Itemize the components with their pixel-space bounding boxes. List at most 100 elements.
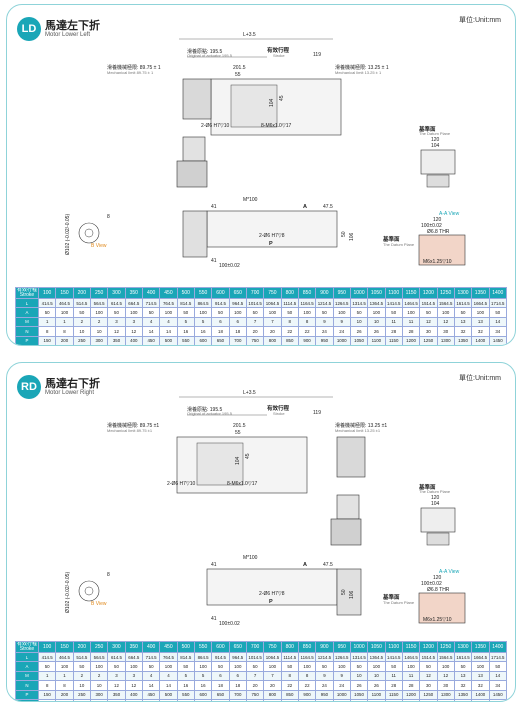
- table-row-label: KG: [15, 344, 39, 345]
- table-header-cell: 500: [176, 287, 195, 299]
- table-cell: 1150: [384, 335, 403, 345]
- table-cell: 100: [55, 307, 74, 318]
- table-header-cell: 750: [263, 287, 282, 299]
- table-cell: 50: [349, 307, 369, 318]
- motor-housing: [176, 160, 208, 188]
- panel-title-en: Motor Lower Left: [45, 32, 91, 38]
- table-header-cell: 350: [124, 641, 143, 653]
- table-cell: 1200: [401, 335, 421, 345]
- table-header-cell: 900: [315, 287, 334, 299]
- table-row-label: M: [15, 316, 39, 328]
- dim-100: 100±0.02: [219, 263, 240, 269]
- table-cell: 614.5: [107, 651, 126, 663]
- label-a: A: [303, 204, 307, 210]
- table-cell: 100: [193, 307, 213, 318]
- table-cell: 1264.5: [332, 651, 351, 663]
- table-cell: 8.85: [176, 698, 195, 701]
- table-header-cell: 1150: [401, 287, 421, 299]
- table-row-label: M: [15, 670, 39, 682]
- dim-mech-right: 滑養機械極限: 13.25 ± 1: [335, 64, 389, 71]
- table-header-cell: 750: [263, 641, 282, 653]
- b-view-circle: [78, 222, 100, 244]
- table-cell: 1000: [332, 689, 351, 700]
- dim-stroke-sub: Stroke: [273, 53, 285, 58]
- table-row-label: A: [15, 661, 39, 672]
- table-header-cell: 1200: [419, 287, 438, 299]
- table-cell: 18: [211, 680, 230, 691]
- table-cell: 9.21: [193, 698, 213, 701]
- table-cell: 6.73: [72, 344, 91, 345]
- table-cell: 50: [280, 661, 299, 672]
- b-view-label: B View: [91, 601, 107, 607]
- dim-201: 201.5: [233, 423, 246, 429]
- table-header-cell: 1050: [367, 287, 386, 299]
- dim-41b: 41: [211, 616, 217, 622]
- table-cell: 1164.5: [297, 297, 317, 309]
- table-cell: 6.34: [55, 698, 74, 701]
- table-header-cell: 700: [245, 287, 265, 299]
- aa-datum-label: 基準面: [382, 235, 400, 243]
- table-header-cell: 100: [37, 287, 57, 299]
- table-cell: 500: [159, 689, 178, 700]
- table-header-cell: 650: [228, 641, 247, 653]
- table-header-cell: 200: [72, 641, 91, 653]
- table-cell: 10: [349, 316, 369, 328]
- table-cell: 564.5: [89, 297, 109, 309]
- table-cell: 12.43: [349, 698, 369, 701]
- table-cell: 50: [37, 661, 57, 672]
- table-header-cell: 400: [141, 641, 161, 653]
- dim-mech-left: 滑養機械極限: 89.75 ± 1: [107, 64, 161, 71]
- table-cell: 914.5: [211, 297, 230, 309]
- table-cell: 964.5: [228, 651, 247, 663]
- table-cell: 13: [453, 670, 473, 682]
- table-cell: 900: [297, 335, 317, 345]
- table-cell: 100: [367, 307, 386, 318]
- table-cell: 100: [89, 307, 109, 318]
- table-cell: 1014.5: [245, 651, 265, 663]
- table-cell: 300: [89, 689, 109, 700]
- b-view-label: B View: [91, 243, 107, 249]
- table-cell: 700: [228, 689, 247, 700]
- table-cell: 1464.5: [401, 297, 421, 309]
- dim-stroke-sub: Stroke: [273, 411, 285, 416]
- table-cell: 100: [471, 307, 490, 318]
- table-cell: 10: [349, 670, 369, 682]
- table-cell: 34: [488, 680, 508, 691]
- table-cell: 100: [89, 661, 109, 672]
- panel-title-zh: 馬達左下折: [45, 20, 100, 32]
- motor-side: [182, 210, 208, 258]
- table-cell: 600: [193, 689, 213, 700]
- table-cell: 13.86: [419, 344, 438, 345]
- table-cell: 1564.5: [436, 651, 455, 663]
- table-cell: 10.28: [245, 698, 265, 701]
- dim-201: 201.5: [233, 65, 246, 71]
- table-header-cell: 500: [176, 641, 195, 653]
- table-cell: 9.57: [211, 344, 230, 345]
- aa-datum-sub: The Datum Plane: [383, 242, 415, 247]
- table-cell: 650: [211, 335, 230, 345]
- dim-origin-sub: Original of actuator 195.5: [187, 53, 233, 58]
- table-cell: 100: [55, 661, 74, 672]
- dim-mech-left: 滑養機械極限: 89.75 ±1: [107, 422, 159, 429]
- table-cell: 32: [471, 680, 490, 691]
- table-header-cell: 300: [107, 287, 126, 299]
- dim-50: 50: [341, 589, 347, 595]
- table-cell: 7.06: [89, 344, 109, 345]
- table-cell: 14.94: [471, 698, 490, 701]
- table-cell: 22: [280, 680, 299, 691]
- dim-dia: Ø102 (-0.02/-0.05): [65, 572, 71, 613]
- table-cell: 350: [107, 335, 126, 345]
- table-header-cell: 1400: [488, 287, 508, 299]
- table-cell: 7: [263, 316, 282, 328]
- table-cell: 34: [488, 326, 508, 337]
- table-cell: 9: [315, 316, 334, 328]
- table-cell: 1364.5: [367, 651, 386, 663]
- table-cell: 10: [367, 670, 386, 682]
- table-cell: 13: [453, 316, 473, 328]
- table-cell: 32: [471, 326, 490, 337]
- table-cell: 1100: [367, 689, 386, 700]
- datum-label: 基準面: [418, 125, 436, 133]
